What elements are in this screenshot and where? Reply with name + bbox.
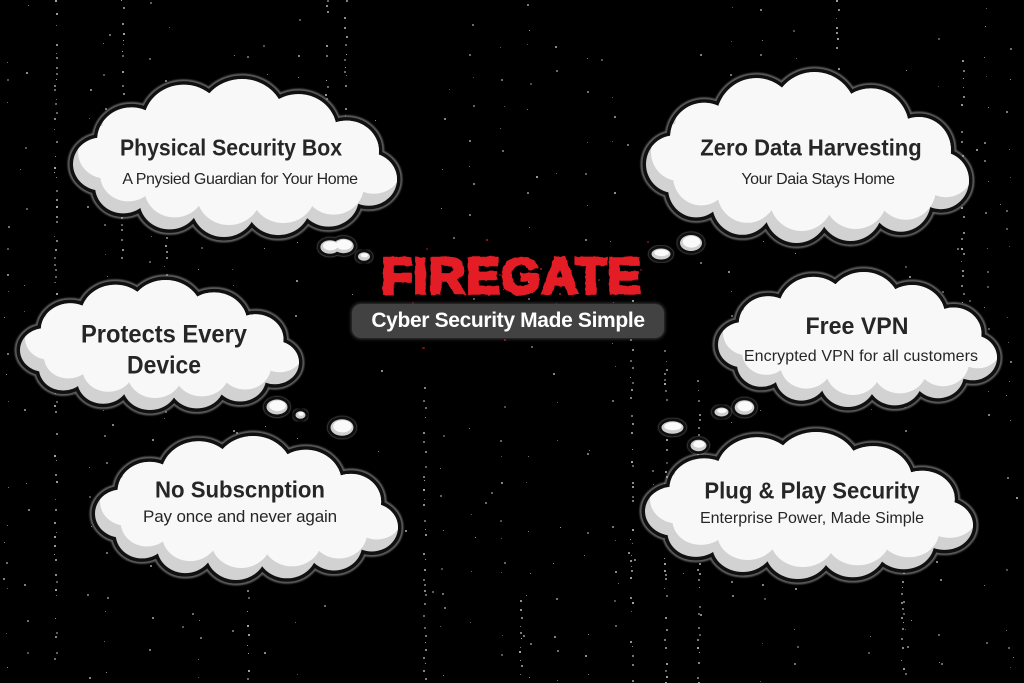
svg-text:FIREGATE: FIREGATE: [381, 248, 642, 304]
